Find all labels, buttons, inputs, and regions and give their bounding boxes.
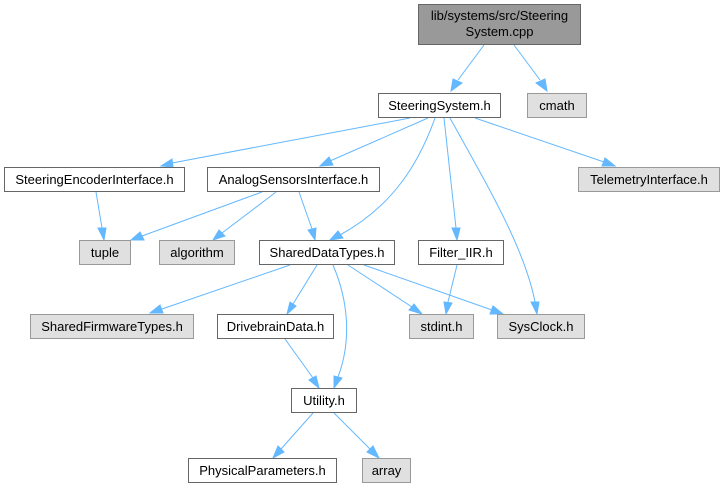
node-steering-system-cpp[interactable]: lib/systems/src/Steering System.cpp — [418, 4, 581, 45]
edge-shared-data-types-h-to-drivebrain-data-h — [292, 264, 318, 305]
edge-utility-h-to-array — [333, 412, 371, 450]
edge-drivebrain-data-h-to-utility-h — [284, 338, 314, 379]
node-label: PhysicalParameters.h — [199, 463, 325, 478]
arrowhead — [308, 375, 320, 390]
node-label-line-1: lib/systems/src/Steering — [431, 8, 568, 23]
node-utility-h[interactable]: Utility.h — [291, 388, 357, 413]
edge-root-to-steering-system-h — [457, 44, 485, 81]
arrowhead — [211, 229, 226, 241]
node-label: tuple — [91, 245, 119, 260]
arrowhead — [489, 305, 505, 315]
arrowhead — [535, 78, 548, 93]
node-tuple[interactable]: tuple — [79, 240, 131, 265]
edges — [95, 44, 617, 460]
edge-steering-encoder-interface-h-to-tuple — [95, 191, 103, 229]
arrowhead — [129, 231, 145, 241]
edge-analog-sensors-interface-h-to-tuple — [141, 191, 263, 237]
node-sysclock-h[interactable]: SysClock.h — [497, 314, 585, 339]
node-telemetry-interface-h[interactable]: TelemetryInterface.h — [578, 167, 720, 192]
node-label: DrivebrainData.h — [227, 319, 325, 334]
edge-steering-system-h-to-shared-data-types-h — [339, 117, 436, 236]
node-label: Utility.h — [303, 393, 345, 408]
nodes: lib/systems/src/Steering System.cpp Stee… — [4, 4, 720, 483]
arrowhead — [601, 157, 617, 167]
node-drivebrain-data-h[interactable]: DrivebrainData.h — [217, 314, 334, 339]
node-steering-system-h[interactable]: SteeringSystem.h — [378, 93, 501, 118]
node-label: SysClock.h — [508, 319, 573, 334]
node-stdint-h[interactable]: stdint.h — [409, 314, 474, 339]
node-label: SharedFirmwareTypes.h — [41, 319, 183, 334]
node-label: TelemetryInterface.h — [590, 172, 708, 187]
edge-steering-system-h-to-steering-encoder-interface-h — [171, 117, 411, 164]
arrowhead — [159, 158, 174, 168]
arrowhead — [318, 156, 334, 167]
edge-shared-data-types-h-to-sysclock-h — [363, 264, 493, 311]
node-physical-parameters-h[interactable]: PhysicalParameters.h — [188, 458, 337, 483]
edge-steering-system-h-to-sysclock-h — [449, 117, 536, 303]
arrowhead — [271, 445, 285, 460]
edge-analog-sensors-interface-h-to-shared-data-types-h — [298, 191, 313, 230]
arrowhead — [333, 375, 343, 390]
edge-shared-data-types-h-to-stdint-h — [347, 264, 413, 308]
node-shared-firmware-types-h[interactable]: SharedFirmwareTypes.h — [30, 314, 194, 339]
node-label: stdint.h — [421, 319, 463, 334]
arrowhead — [328, 230, 344, 241]
arrowhead — [148, 304, 164, 314]
node-label: SteeringEncoderInterface.h — [15, 172, 173, 187]
edge-shared-data-types-h-to-utility-h — [332, 264, 348, 378]
edge-steering-system-h-to-telemetry-interface-h — [474, 117, 605, 163]
arrowhead — [286, 301, 297, 316]
node-steering-encoder-interface-h[interactable]: SteeringEncoderInterface.h — [4, 167, 185, 192]
node-array[interactable]: array — [362, 458, 411, 483]
edge-steering-system-h-to-filter-iir-h — [443, 117, 457, 229]
arrowhead — [307, 227, 317, 242]
node-label: Filter_IIR.h — [429, 245, 493, 260]
arrowhead — [450, 78, 463, 93]
node-label: algorithm — [170, 245, 223, 260]
node-label: cmath — [539, 98, 574, 113]
arrowhead — [97, 227, 107, 242]
arrowhead — [443, 301, 453, 316]
arrowhead — [366, 445, 381, 460]
node-algorithm[interactable]: algorithm — [159, 240, 235, 265]
node-label-line-2: System.cpp — [466, 24, 534, 39]
node-cmath[interactable]: cmath — [527, 93, 587, 118]
edge-root-to-cmath — [513, 44, 541, 81]
node-shared-data-types-h[interactable]: SharedDataTypes.h — [259, 240, 395, 265]
edge-shared-data-types-h-to-shared-firmware-types-h — [161, 264, 291, 310]
node-filter-iir-h[interactable]: Filter_IIR.h — [418, 240, 504, 265]
edge-steering-system-h-to-analog-sensors-interface-h — [329, 117, 429, 162]
node-label: SteeringSystem.h — [388, 98, 491, 113]
arrowhead — [408, 303, 424, 315]
node-label: array — [372, 463, 402, 478]
edge-filter-iir-h-to-stdint-h — [447, 264, 458, 303]
edge-utility-h-to-physical-parameters-h — [280, 412, 314, 450]
arrowhead — [451, 227, 461, 242]
node-analog-sensors-interface-h[interactable]: AnalogSensorsInterface.h — [207, 167, 380, 192]
edge-analog-sensors-interface-h-to-algorithm — [221, 191, 277, 234]
arrowhead — [530, 301, 540, 316]
node-label: SharedDataTypes.h — [270, 245, 385, 260]
node-label: AnalogSensorsInterface.h — [219, 172, 369, 187]
